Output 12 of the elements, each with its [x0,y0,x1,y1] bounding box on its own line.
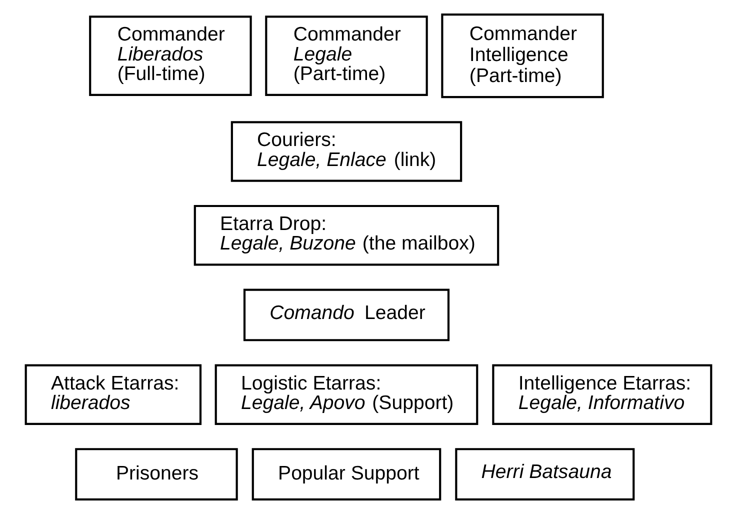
node-box: Commander Intelligence (Part-time) [440,13,604,98]
node-box: Commander Liberados (Full-time) [88,15,252,96]
node-box: Etarra Drop: Legale, Buzone (the mailbox) [193,204,499,266]
node-box: Logistic Etarras: Legale, Apovo (Support) [214,364,478,425]
node-box: Attack Etarras: liberados [24,364,202,425]
node-box: Commander Legale (Part-time) [264,15,428,96]
node-box: Prisoners [74,448,238,500]
node-box: Popular Support [251,448,441,500]
node-box: Herri Batsauna [454,448,634,500]
node-box: Comando Leader [242,288,450,341]
node-box: Couriers: Legale, Enlace (link) [230,120,462,182]
node-box: Intelligence Etarras: Legale, Informativo [492,364,712,425]
